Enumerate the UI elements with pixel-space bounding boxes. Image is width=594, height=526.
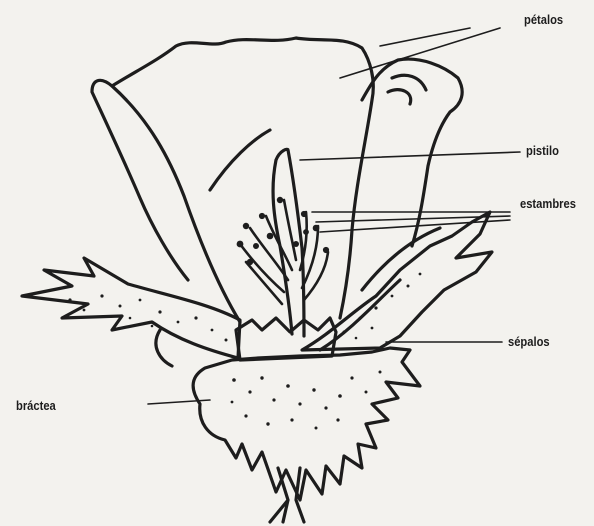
petal-left: [92, 80, 240, 322]
label-estambres: estambres: [520, 196, 576, 211]
stamens: [240, 200, 328, 304]
bract: [193, 348, 420, 500]
label-petalos: pétalos: [524, 12, 563, 27]
stipple-texture: [68, 197, 421, 430]
label-pistilo: pistilo: [526, 143, 559, 158]
label-bractea: bráctea: [16, 398, 56, 413]
petal-center: [112, 38, 373, 318]
sepals: [22, 212, 492, 358]
label-sepalos: sépalos: [508, 334, 550, 349]
